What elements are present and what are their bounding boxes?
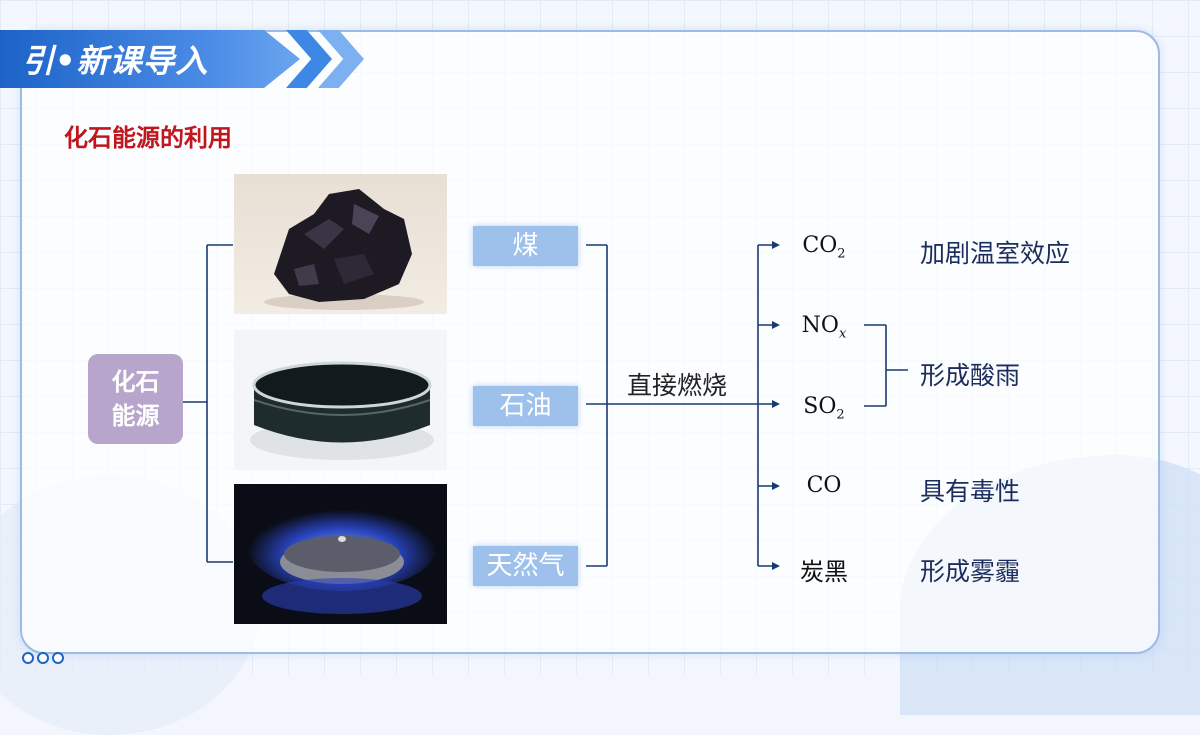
product-carbon-black: 炭黑 <box>789 552 859 587</box>
product-co2: CO2 <box>789 233 859 261</box>
product-formula: CO <box>806 473 842 498</box>
page-title: 引•新课导入 <box>22 42 209 80</box>
product-subscript: x <box>838 326 847 342</box>
dot-icon <box>37 652 49 664</box>
product-so2: SO2 <box>789 394 859 422</box>
fossil-energy-box: 化石 能源 <box>88 354 183 444</box>
product-formula: 炭黑 <box>800 558 848 586</box>
product-nox: NOx <box>789 313 859 341</box>
product-formula: CO <box>802 233 838 258</box>
source-label-coal: 煤 <box>473 226 578 266</box>
source-label-gas: 天然气 <box>473 546 578 586</box>
effect-toxic: 具有毒性 <box>920 477 1021 506</box>
product-co: CO <box>789 473 859 498</box>
decorative-dots <box>22 652 64 664</box>
gas-flame-image <box>234 484 447 624</box>
coal-image <box>234 174 447 314</box>
effect-acid-rain: 形成酸雨 <box>920 361 1021 390</box>
section-subtitle: 化石能源的利用 <box>64 124 232 152</box>
content-panel <box>20 30 1160 654</box>
process-label: 直接燃烧 <box>627 371 728 400</box>
product-subscript: 2 <box>836 407 845 423</box>
source-label-oil: 石油 <box>473 386 578 426</box>
product-formula: SO <box>803 394 837 419</box>
effect-smog: 形成雾霾 <box>920 557 1021 586</box>
connector-lines <box>183 241 908 570</box>
product-formula: NO <box>801 313 839 338</box>
fossil-energy-label: 化石 能源 <box>111 368 160 430</box>
title-banner <box>0 30 300 88</box>
petroleum-dish-image <box>234 330 447 470</box>
product-subscript: 2 <box>837 246 846 262</box>
effect-greenhouse: 加剧温室效应 <box>920 239 1071 268</box>
dot-icon <box>52 652 64 664</box>
dot-icon <box>22 652 34 664</box>
